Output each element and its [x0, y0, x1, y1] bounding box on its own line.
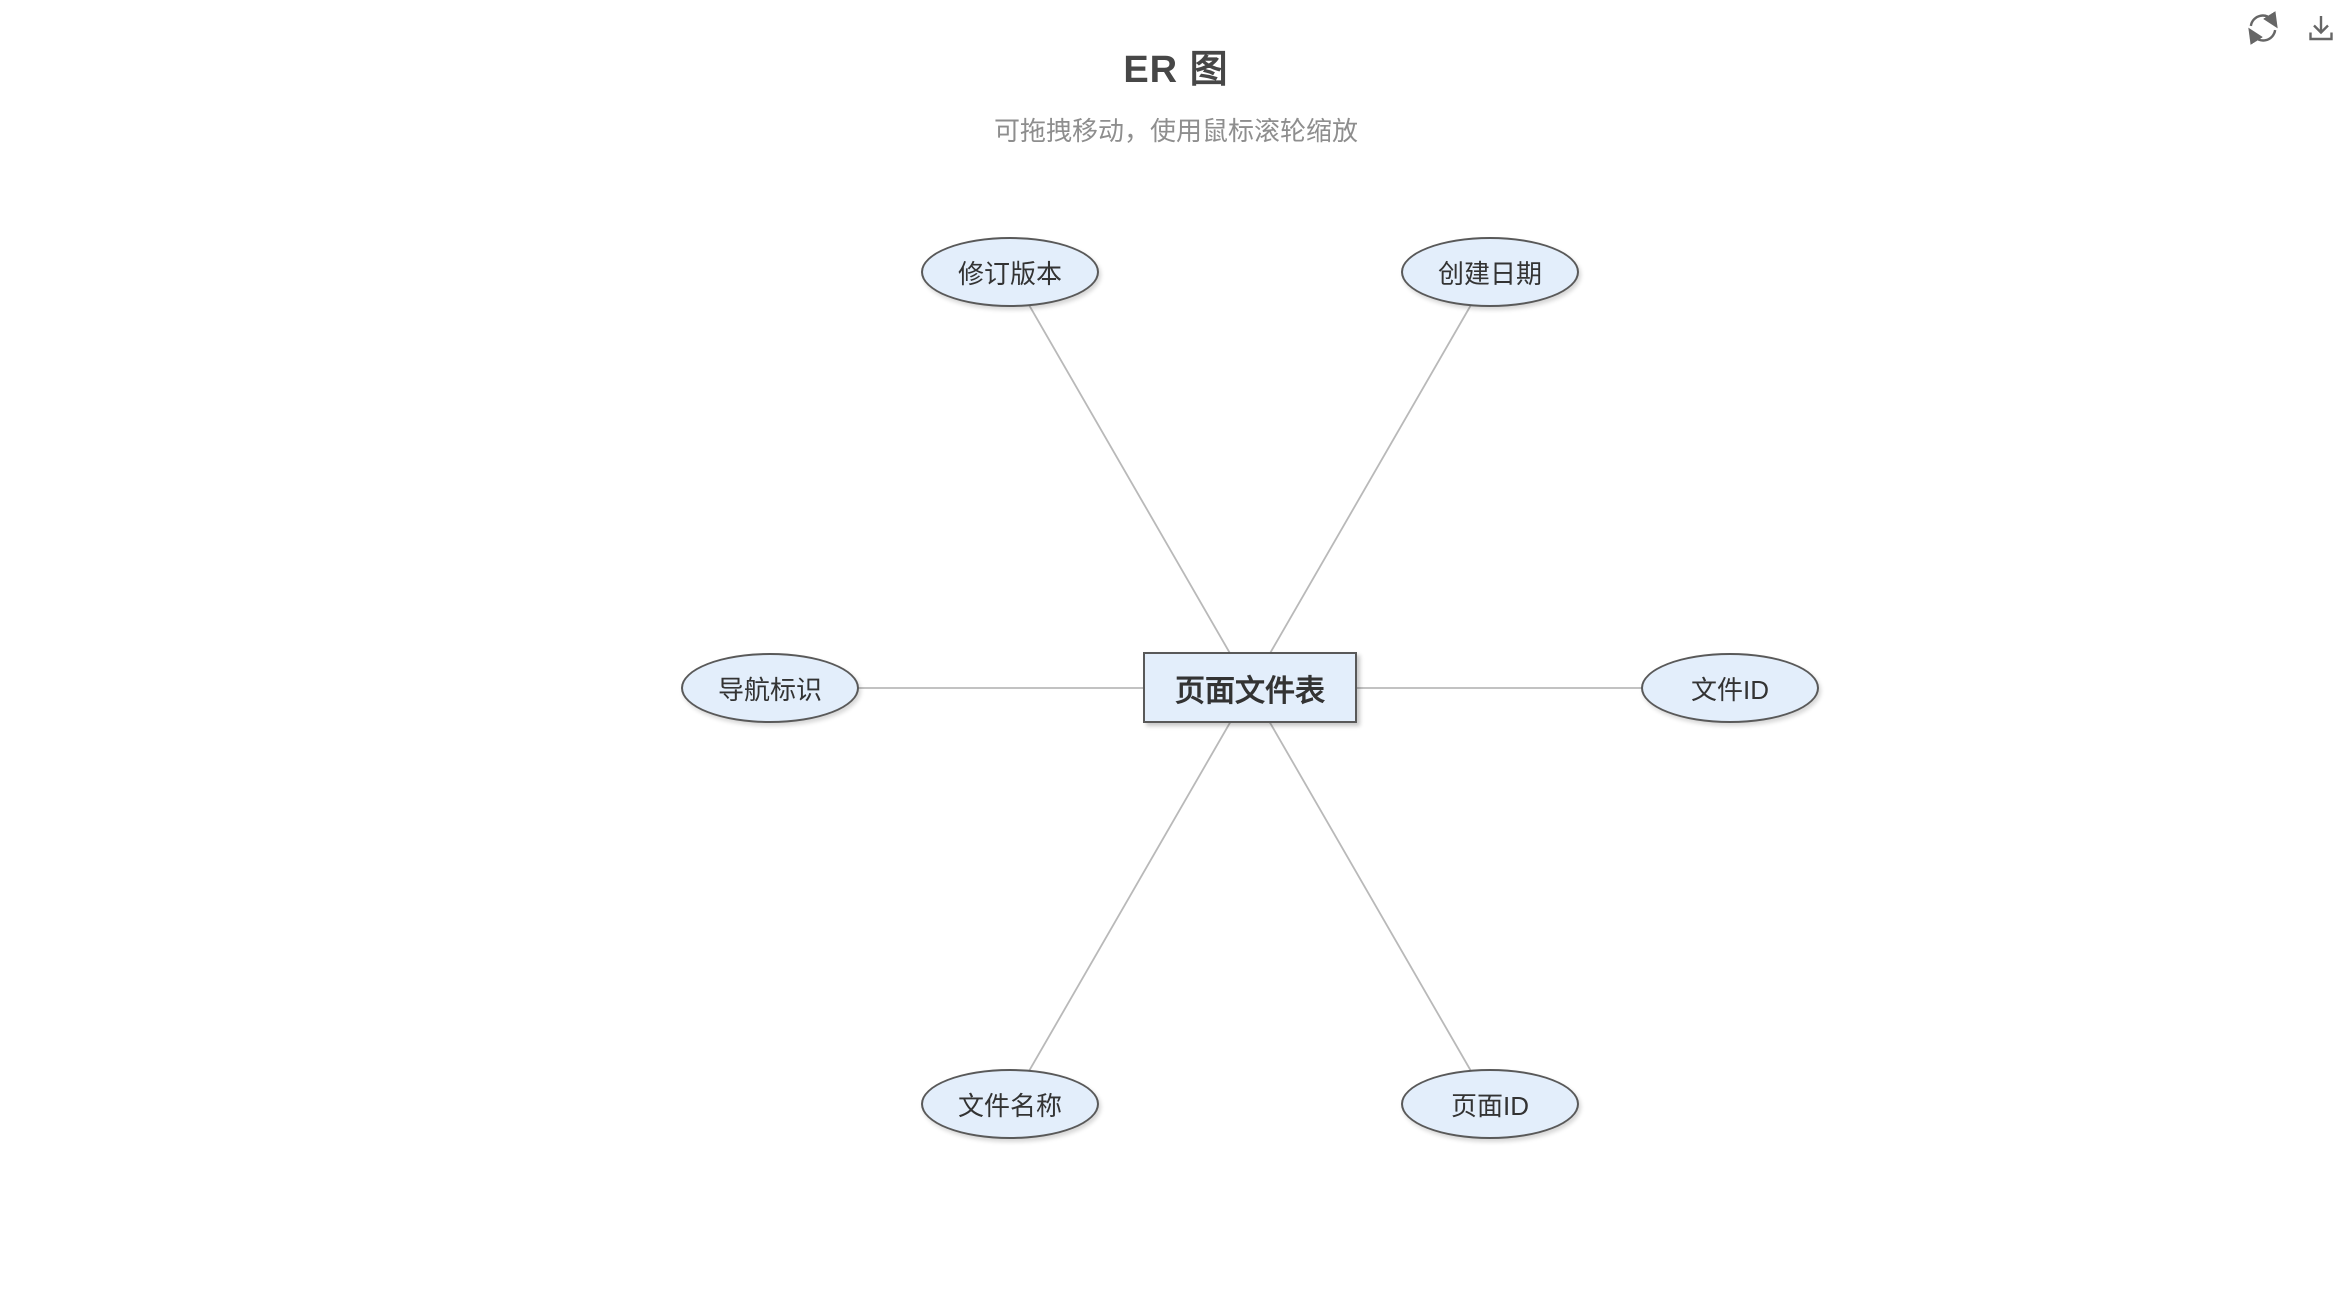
page-subtitle: 可拖拽移动，使用鼠标滚轮缩放	[993, 116, 1358, 146]
attribute-label: 导航标识	[717, 674, 822, 705]
attribute-node-nav-flag[interactable]: 导航标识	[681, 653, 859, 723]
refresh-icon	[2244, 9, 2282, 50]
attribute-node-file-id[interactable]: 文件ID	[1641, 653, 1819, 723]
header: ER 图 可拖拽移动，使用鼠标滚轮缩放	[0, 0, 2352, 148]
refresh-button[interactable]	[2244, 10, 2282, 48]
attribute-node-create-date[interactable]: 创建日期	[1401, 237, 1579, 307]
download-icon	[2303, 10, 2339, 49]
attribute-label: 页面ID	[1450, 1090, 1529, 1121]
attribute-node-revision[interactable]: 修订版本	[921, 237, 1099, 307]
attribute-label: 修订版本	[957, 258, 1062, 289]
attribute-label: 创建日期	[1437, 258, 1542, 289]
entity-label: 页面文件表	[1175, 674, 1325, 708]
attribute-node-page-id[interactable]: 页面ID	[1401, 1069, 1579, 1139]
toolbar	[2244, 10, 2340, 48]
page-title: ER 图	[1123, 49, 1229, 91]
attribute-label: 文件ID	[1690, 674, 1769, 705]
entity-node[interactable]: 页面文件表	[1143, 652, 1357, 723]
attribute-label: 文件名称	[957, 1090, 1062, 1121]
attribute-node-file-name[interactable]: 文件名称	[921, 1069, 1099, 1139]
download-button[interactable]	[2302, 10, 2340, 48]
